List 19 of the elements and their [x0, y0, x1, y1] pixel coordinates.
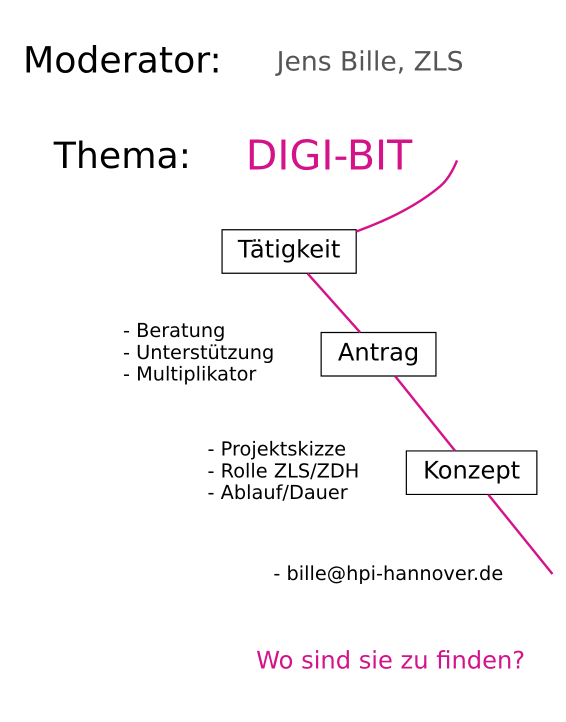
node-label: - Projektskizze — [208, 437, 346, 460]
node-label: - Ablauf/Dauer — [208, 480, 348, 504]
node-label: - Rolle ZLS/ZDH — [208, 458, 360, 482]
node-label: - Unterstützung — [122, 340, 274, 364]
label: Thema: — [54, 134, 191, 177]
node-label: - Multiplikator — [122, 362, 256, 386]
node-box: Antrag — [320, 331, 437, 376]
label: DIGI-BIT — [246, 131, 412, 180]
label: Moderator: — [22, 38, 222, 82]
node-box: Tätigkeit — [221, 228, 357, 274]
label: Jens Bille, ZLS — [276, 46, 464, 77]
node-label: - Beratung — [122, 318, 226, 342]
connector — [306, 272, 361, 333]
connector — [356, 160, 458, 232]
node-box: Konzept — [406, 450, 538, 495]
connector — [487, 493, 554, 574]
node-label: - bille@hpi-hannover.de — [273, 561, 504, 584]
connector — [394, 374, 456, 452]
label: Wo sind sie zu finden? — [256, 646, 526, 674]
